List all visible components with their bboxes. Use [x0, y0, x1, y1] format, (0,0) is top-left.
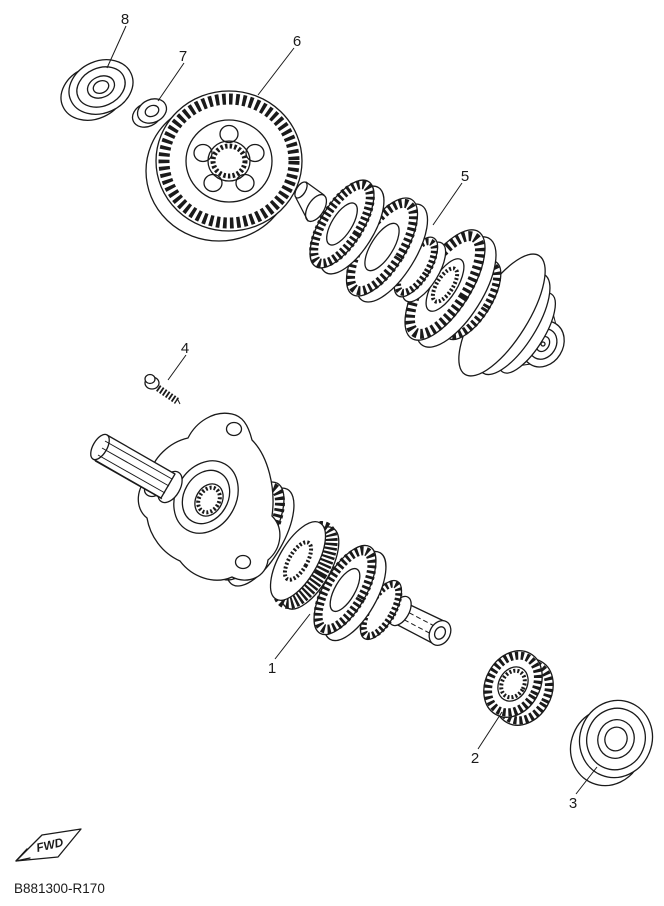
part-7-washer: [131, 98, 168, 128]
callout-label-3: 3: [569, 795, 577, 812]
callout-label-6: 6: [293, 33, 301, 50]
fwd-indicator: FWD: [15, 828, 82, 862]
part-3-bearing: [569, 699, 654, 787]
callout-labels: 8 7 6 5 4 1 2 3: [121, 11, 577, 812]
callout-label-2: 2: [471, 750, 479, 767]
callout-label-5: 5: [461, 168, 469, 185]
fwd-label: FWD: [35, 835, 65, 855]
callout-label-7: 7: [179, 48, 187, 65]
callout-label-1: 1: [268, 660, 276, 677]
part-6-gear: [145, 90, 303, 242]
callout-label-4: 4: [181, 340, 189, 357]
part-code-label: B881300-R170: [14, 881, 105, 896]
callout-label-8: 8: [121, 11, 129, 28]
part-8-bearing: [60, 59, 134, 121]
part-4-bolt: [144, 373, 181, 405]
part-1-shaft-assembly: [90, 412, 452, 646]
part-5-shaft-assembly: [294, 179, 565, 377]
part-2-gear: [483, 650, 554, 726]
leader-lines: [106, 25, 598, 795]
